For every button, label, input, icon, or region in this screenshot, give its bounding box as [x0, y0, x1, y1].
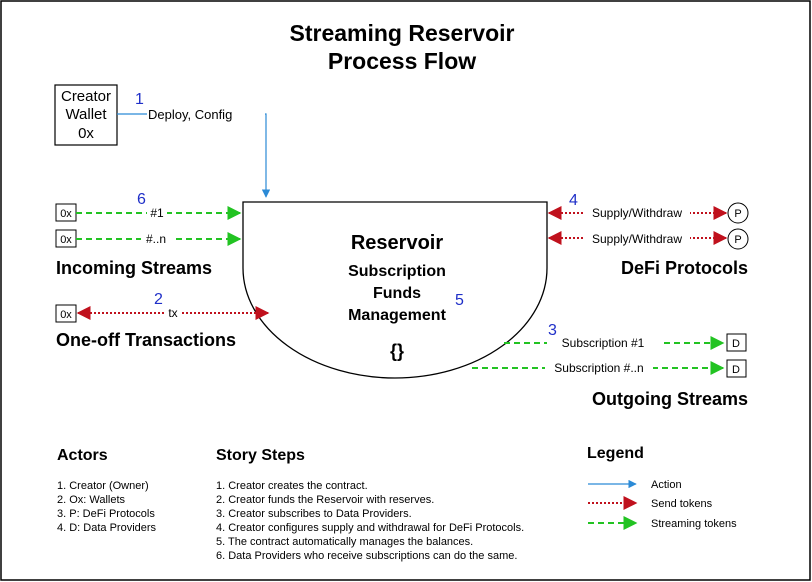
incoming-wallet-2-label: 0x: [60, 234, 72, 246]
data-provider-1: [726, 333, 747, 352]
legend-heading: Legend: [587, 445, 644, 462]
step-number-6: 6: [137, 191, 146, 208]
defi-protocol-2: [727, 228, 749, 250]
reservoir-title: Reservoir: [351, 232, 443, 254]
defi-protocols-title: DeFi Protocols: [621, 258, 748, 278]
story-step-item: 1. Creator creates the contract.: [216, 480, 368, 492]
outgoing-streams-title: Outgoing Streams: [592, 389, 748, 409]
diagram-title-line2: Process Flow: [328, 48, 476, 74]
diagram-title-line1: Streaming Reservoir: [290, 20, 515, 46]
data-provider-1-label: D: [732, 338, 740, 350]
reservoir-code-braces: {}: [390, 341, 404, 361]
oneoff-tx-label: tx: [168, 306, 177, 320]
creator-wallet-line2: Wallet: [65, 106, 107, 123]
step-number-3: 3: [548, 322, 557, 339]
incoming-stream-n-label: #..n: [146, 232, 166, 246]
story-step-item: 4. Creator configures supply and withdra…: [216, 522, 524, 534]
creator-wallet-line3: 0x: [78, 125, 94, 142]
story-steps-heading: Story Steps: [216, 447, 305, 464]
incoming-stream-1-label: #1: [150, 206, 164, 220]
reservoir-line3: Management: [348, 307, 446, 324]
actors-heading: Actors: [57, 447, 108, 464]
defi-protocol-1: [727, 202, 749, 224]
legend-action-label: Action: [651, 479, 682, 491]
actor-item: 2. Ox: Wallets: [57, 494, 126, 506]
actor-item: 3. P: DeFi Protocols: [57, 508, 155, 520]
deploy-config-label: Deploy, Config: [148, 107, 232, 122]
step-number-5: 5: [455, 292, 464, 309]
step-number-2: 2: [154, 291, 163, 308]
step-number-1: 1: [135, 91, 144, 108]
defi-supply-1-label: Supply/Withdraw: [592, 206, 682, 220]
oneoff-transactions-title: One-off Transactions: [56, 330, 236, 350]
oneoff-wallet-label: 0x: [60, 309, 72, 321]
incoming-wallet-1-label: 0x: [60, 208, 72, 220]
step-number-4: 4: [569, 192, 578, 209]
defi-protocol-1-label: P: [734, 208, 741, 220]
outgoing-sub-n-label: Subscription #..n: [554, 361, 643, 375]
story-step-item: 5. The contract automatically manages th…: [216, 536, 473, 548]
story-step-item: 6. Data Providers who receive subscripti…: [216, 550, 517, 562]
oneoff-wallet: [55, 304, 77, 323]
creator-wallet: Creator Wallet 0x: [54, 84, 118, 146]
reservoir-line2: Funds: [373, 285, 421, 302]
defi-supply-2-label: Supply/Withdraw: [592, 232, 682, 246]
data-provider-2-label: D: [732, 364, 740, 376]
story-step-item: 3. Creator subscribes to Data Providers.: [216, 508, 412, 520]
defi-protocol-2-label: P: [734, 234, 741, 246]
outgoing-sub-1-label: Subscription #1: [562, 336, 645, 350]
data-provider-2: [726, 359, 747, 378]
legend-streaming-label: Streaming tokens: [651, 518, 737, 530]
legend-send-label: Send tokens: [651, 498, 713, 510]
creator-wallet-line1: Creator: [61, 88, 111, 105]
incoming-streams-title: Incoming Streams: [56, 258, 212, 278]
actor-item: 4. D: Data Providers: [57, 522, 157, 534]
reservoir-line1: Subscription: [348, 263, 446, 280]
story-step-item: 2. Creator funds the Reservoir with rese…: [216, 494, 434, 506]
actor-item: 1. Creator (Owner): [57, 480, 149, 492]
